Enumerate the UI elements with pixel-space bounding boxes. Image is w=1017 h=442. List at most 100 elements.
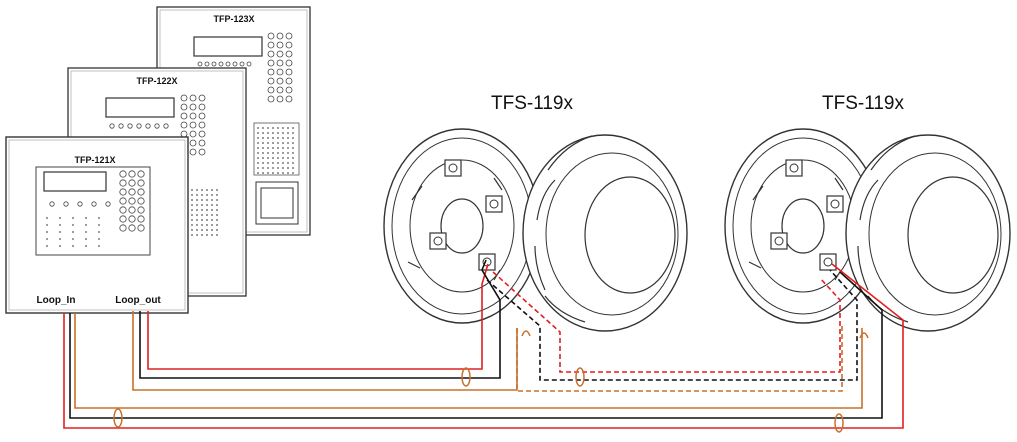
keypad-button <box>180 103 188 111</box>
keypad-button <box>128 206 136 214</box>
keypad-button <box>154 123 160 129</box>
keypad-button <box>197 61 203 67</box>
keypad-button <box>128 224 136 232</box>
led-dot <box>196 204 198 206</box>
wire-black <box>139 259 501 379</box>
keypad-button <box>137 206 145 214</box>
keypad-button <box>180 112 188 120</box>
keypad-button <box>49 201 55 207</box>
led-dot <box>196 199 198 201</box>
led-dot <box>72 231 74 233</box>
led-dot <box>206 209 208 211</box>
led-dot <box>257 127 259 129</box>
led-dot <box>191 229 193 231</box>
led-dot <box>277 137 279 139</box>
led-dot <box>282 132 284 134</box>
led-dot <box>267 127 269 129</box>
keypad-button <box>285 68 293 76</box>
led-dot <box>287 127 289 129</box>
keypad-button <box>276 59 284 67</box>
keypad-button <box>285 77 293 85</box>
keypad-button <box>276 95 284 103</box>
keypad-button <box>163 123 169 129</box>
keypad-button <box>267 50 275 58</box>
loop-out-label: Loop_out <box>115 295 161 306</box>
led-dot <box>201 214 203 216</box>
led-dot <box>282 142 284 144</box>
led-dot <box>191 219 193 221</box>
led-dot <box>277 157 279 159</box>
keypad-button <box>285 32 293 40</box>
led-dot <box>272 152 274 154</box>
led-dot <box>201 234 203 236</box>
keypad-button <box>246 61 252 67</box>
keypad-button <box>137 188 145 196</box>
led-dot <box>211 234 213 236</box>
led-dot <box>282 162 284 164</box>
wire-orange <box>74 313 863 409</box>
led-dot <box>292 167 294 169</box>
led-dot <box>59 224 61 226</box>
led-dot <box>287 137 289 139</box>
led-dot <box>292 152 294 154</box>
led-dot <box>287 147 289 149</box>
keypad-button <box>198 112 206 120</box>
led-dot <box>262 127 264 129</box>
led-dot <box>211 204 213 206</box>
led-dot <box>98 245 100 247</box>
led-dot <box>257 157 259 159</box>
led-dot <box>72 224 74 226</box>
led-dot <box>282 147 284 149</box>
led-dot <box>282 167 284 169</box>
keypad-button <box>127 123 133 129</box>
led-dot <box>206 189 208 191</box>
led-dot <box>267 147 269 149</box>
led-dot <box>287 172 289 174</box>
keypad-button <box>145 123 151 129</box>
panel-tfp-121x: TFP-121X Loop_In Loop_out <box>5 136 189 314</box>
led-dot <box>191 204 193 206</box>
led-dot <box>257 147 259 149</box>
led-dot <box>191 234 193 236</box>
ferrite-ring-icon <box>575 367 585 387</box>
led-dot <box>46 245 48 247</box>
keypad-button <box>137 179 145 187</box>
keypad-button <box>189 103 197 111</box>
led-dot <box>287 152 289 154</box>
led-dot <box>262 157 264 159</box>
keypad-button <box>239 61 245 67</box>
led-dot <box>282 172 284 174</box>
led-dot <box>196 219 198 221</box>
led-dot <box>287 167 289 169</box>
keypad-button <box>109 123 115 129</box>
led-dot <box>191 194 193 196</box>
keypad-button <box>267 86 275 94</box>
led-dot <box>46 217 48 219</box>
keypad-button <box>128 179 136 187</box>
keypad-button <box>189 121 197 129</box>
led-dot <box>257 132 259 134</box>
led-dot <box>85 224 87 226</box>
led-dot <box>262 137 264 139</box>
led-dot <box>201 199 203 201</box>
led-dot <box>201 204 203 206</box>
led-dot <box>282 137 284 139</box>
keypad-button <box>128 215 136 223</box>
keypad-button <box>285 95 293 103</box>
keypad-button <box>267 68 275 76</box>
led-dot <box>262 172 264 174</box>
led-dot <box>272 167 274 169</box>
keypad-button <box>119 170 127 178</box>
ferrite-rings <box>113 330 869 433</box>
led-dot <box>277 127 279 129</box>
keypad-button <box>198 139 206 147</box>
keypad-button <box>189 112 197 120</box>
wire-orange <box>132 311 518 391</box>
led-dot <box>257 142 259 144</box>
wire-orange-dashed <box>516 326 843 392</box>
led-dot <box>262 142 264 144</box>
led-dot <box>292 137 294 139</box>
led-dot <box>267 162 269 164</box>
led-dot <box>206 234 208 236</box>
led-dot <box>257 137 259 139</box>
